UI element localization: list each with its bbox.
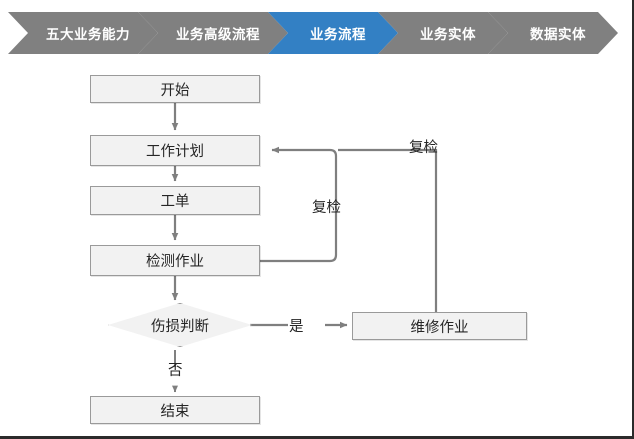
edge-repair-recheck-to-workplan <box>338 148 438 312</box>
node-work-plan[interactable]: 工作计划 <box>90 135 260 166</box>
breadcrumb-label-4: 业务实体 <box>420 27 476 43</box>
node-damage-decision-label: 伤损判断 <box>151 318 209 335</box>
node-repair-label: 维修作业 <box>410 319 469 336</box>
edge-label-yes: 是 <box>289 319 304 335</box>
node-end-label: 结束 <box>160 403 190 420</box>
edge-label-recheck-outer: 复检 <box>409 140 438 156</box>
breadcrumb-item-5[interactable]: 数据实体 <box>488 12 618 54</box>
edge-label-no: 否 <box>168 363 183 379</box>
breadcrumb-label-1: 五大业务能力 <box>46 27 130 43</box>
node-work-plan-label: 工作计划 <box>146 144 204 160</box>
breadcrumb-label-3: 业务流程 <box>310 27 366 43</box>
node-inspection-label: 检测作业 <box>146 254 204 270</box>
breadcrumb-item-1[interactable]: 五大业务能力 <box>8 12 158 54</box>
breadcrumb-label-2: 业务高级流程 <box>176 27 260 43</box>
node-work-order[interactable]: 工单 <box>90 186 260 215</box>
node-work-order-label: 工单 <box>160 194 190 210</box>
breadcrumb-item-3[interactable]: 业务流程 <box>268 12 398 54</box>
edge-label-recheck-inner: 复检 <box>312 200 341 216</box>
node-start-label: 开始 <box>160 82 190 99</box>
breadcrumb-label-5: 数据实体 <box>530 27 586 43</box>
edge-inspection-recheck-to-workplan <box>260 146 338 263</box>
node-inspection[interactable]: 检测作业 <box>90 245 260 276</box>
node-repair[interactable]: 维修作业 <box>352 312 527 340</box>
breadcrumb-item-2[interactable]: 业务高级流程 <box>138 12 288 54</box>
node-start[interactable]: 开始 <box>90 75 260 103</box>
breadcrumb-item-4[interactable]: 业务实体 <box>378 12 508 54</box>
breadcrumb: 五大业务能力 业务高级流程 业务流程 业务实体 数据实体 <box>0 12 634 54</box>
node-end[interactable]: 结束 <box>90 396 260 424</box>
